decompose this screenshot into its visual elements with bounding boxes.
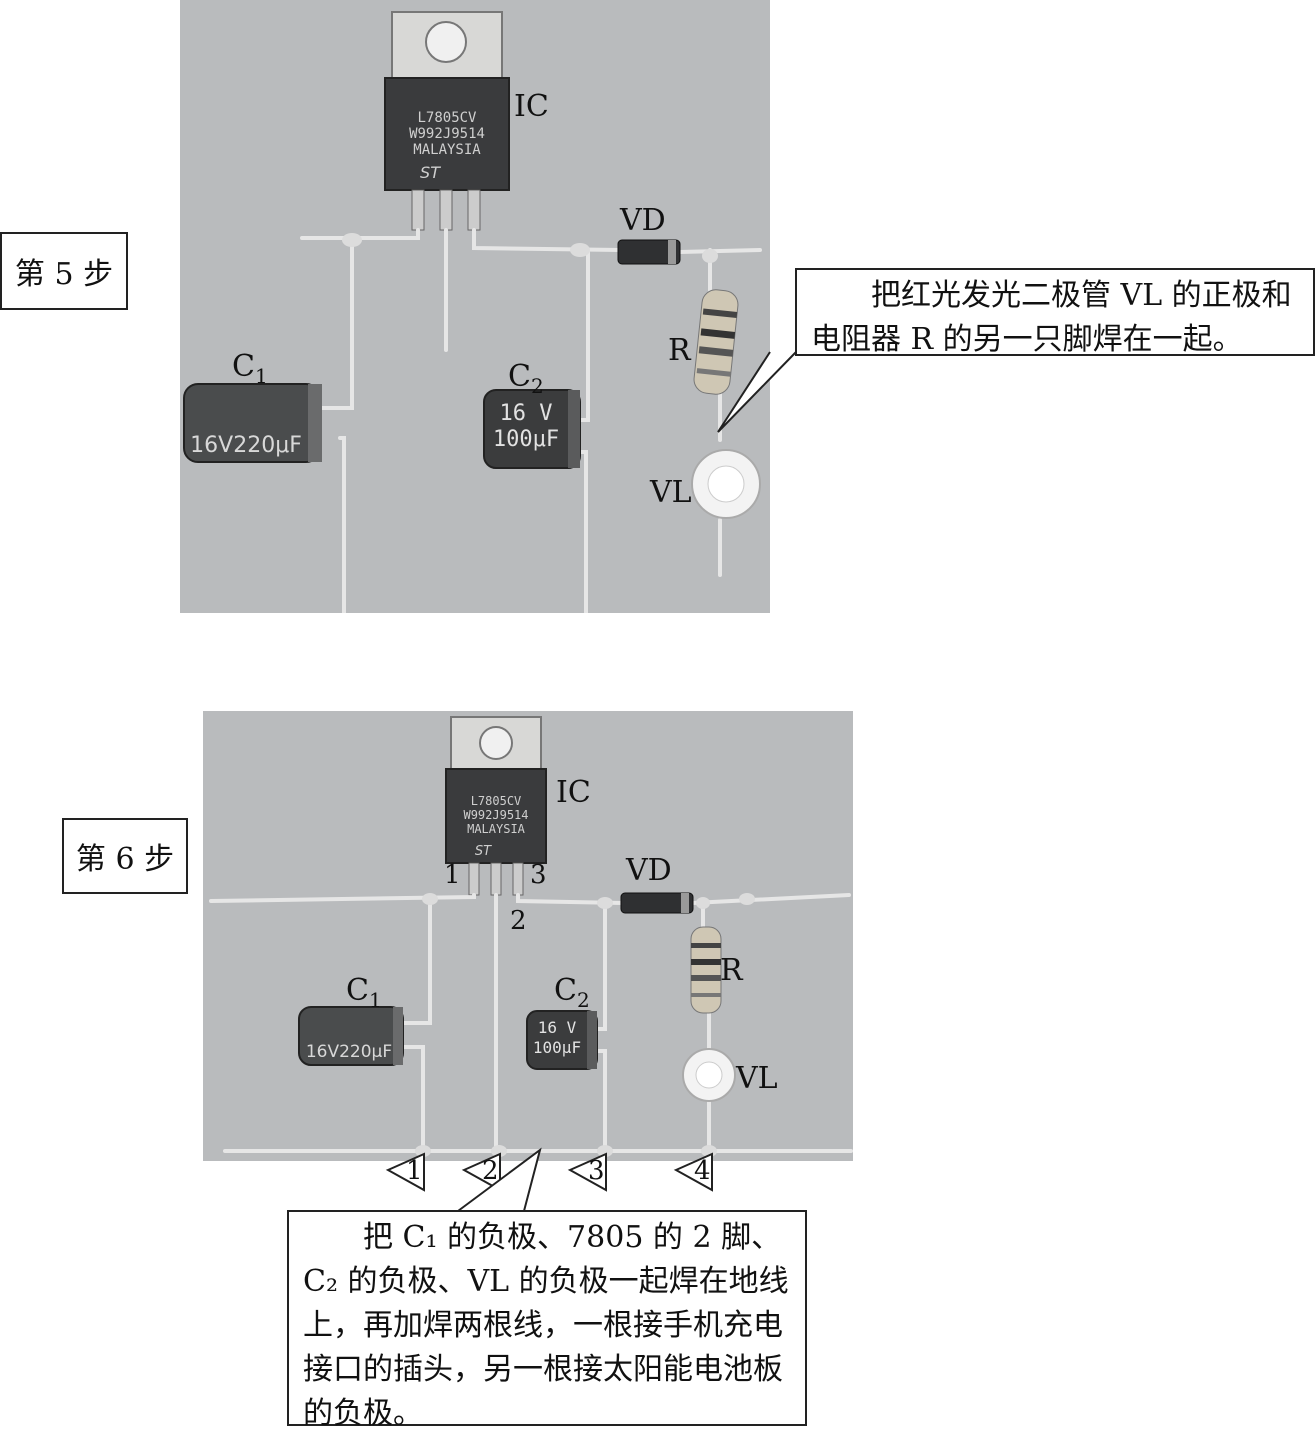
step-5-ic-label: IC [514, 89, 549, 124]
step-6-c2-letter: C [554, 973, 577, 1008]
step-5-ic-marking-2: W992J9514 [409, 126, 485, 142]
step-5-circuit-drawing: L7805CV W992J9514 MALAYSIA ST [183, 11, 762, 613]
step-6-c1-label: C1 [346, 973, 382, 1012]
step-6-st-logo: ST [475, 844, 492, 859]
step-6-callout-text: 把 C₁ 的负极、7805 的 2 脚、C₂ 的负极、VL 的负极一起焊在地线上… [303, 1220, 789, 1431]
step-5-c1-marking: 16V220μF [190, 433, 302, 458]
step-5-photo: L7805CV W992J9514 MALAYSIA ST [180, 0, 770, 613]
step-6-ic-marking-1: L7805CV [471, 794, 522, 808]
step-5-c2-letter: C [508, 359, 531, 394]
step-6-label-text: 第 6 步 [75, 842, 175, 877]
step-5-callout-text: 把红光发光二极管 VL 的正极和电阻器 R 的另一只脚焊在一起。 [811, 278, 1292, 357]
step-5-vl-label: VL [650, 475, 692, 510]
step-6-c1-letter: C [346, 973, 369, 1008]
step-6-r-label: R [720, 953, 743, 988]
step-6-c2-label: C2 [554, 973, 590, 1012]
marker-number-4: 4 [694, 1156, 711, 1186]
marker-number-2: 2 [482, 1156, 499, 1186]
step-6-pin-2-label: 2 [510, 906, 527, 936]
step-6-ic-marking-2: W992J9514 [463, 808, 528, 822]
marker-number-1: 1 [406, 1156, 423, 1186]
step-6-vd-label: VD [626, 853, 672, 888]
step-5-c2-marking-1: 16 V [500, 401, 553, 426]
step-6-ic-label: IC [556, 775, 591, 810]
step-6-pin-1-label: 1 [444, 860, 461, 890]
step-6-c2-sub: 2 [576, 988, 590, 1012]
step-5-vd-label: VD [620, 203, 666, 238]
step-5-st-logo: ST [420, 163, 441, 182]
step-6-c1-marking: 16V220μF [306, 1042, 392, 1062]
step-5-label: 第 5 步 [0, 232, 128, 310]
step-6-label: 第 6 步 [62, 818, 188, 894]
step-5-c2-label: C2 [508, 359, 544, 398]
step-6-callout: 把 C₁ 的负极、7805 的 2 脚、C₂ 的负极、VL 的负极一起焊在地线上… [287, 1210, 807, 1431]
step-5-ic-marking-1: L7805CV [417, 110, 477, 126]
step-5-callout: 把红光发光二极管 VL 的正极和电阻器 R 的另一只脚焊在一起。 [795, 268, 1315, 357]
step-5-r-label: R [668, 333, 691, 368]
step-6-c1-sub: 1 [368, 988, 382, 1012]
step-6-ic-marking-3: MALAYSIA [467, 822, 526, 836]
step-5-c2-marking-2: 100μF [493, 427, 559, 452]
step-5-c1-label: C1 [232, 349, 268, 388]
step-5-c1-letter: C [232, 349, 255, 384]
step-5-label-text: 第 5 步 [14, 257, 114, 292]
step-6-c2-marking-2: 100μF [533, 1038, 581, 1057]
step-6-pin-3-label: 3 [530, 860, 547, 890]
step-5-c2-sub: 2 [530, 374, 544, 398]
step-6-circuit-drawing: L7805CV W992J9514 MALAYSIA ST [209, 716, 853, 1157]
marker-number-3: 3 [588, 1156, 605, 1186]
step-5-c1-sub: 1 [254, 364, 268, 388]
step-6-vl-label: VL [736, 1061, 778, 1096]
step-5-ic-marking-3: MALAYSIA [413, 142, 481, 158]
step-6-photo: L7805CV W992J9514 MALAYSIA ST [203, 711, 853, 1161]
step-6-c2-marking-1: 16 V [538, 1018, 577, 1037]
